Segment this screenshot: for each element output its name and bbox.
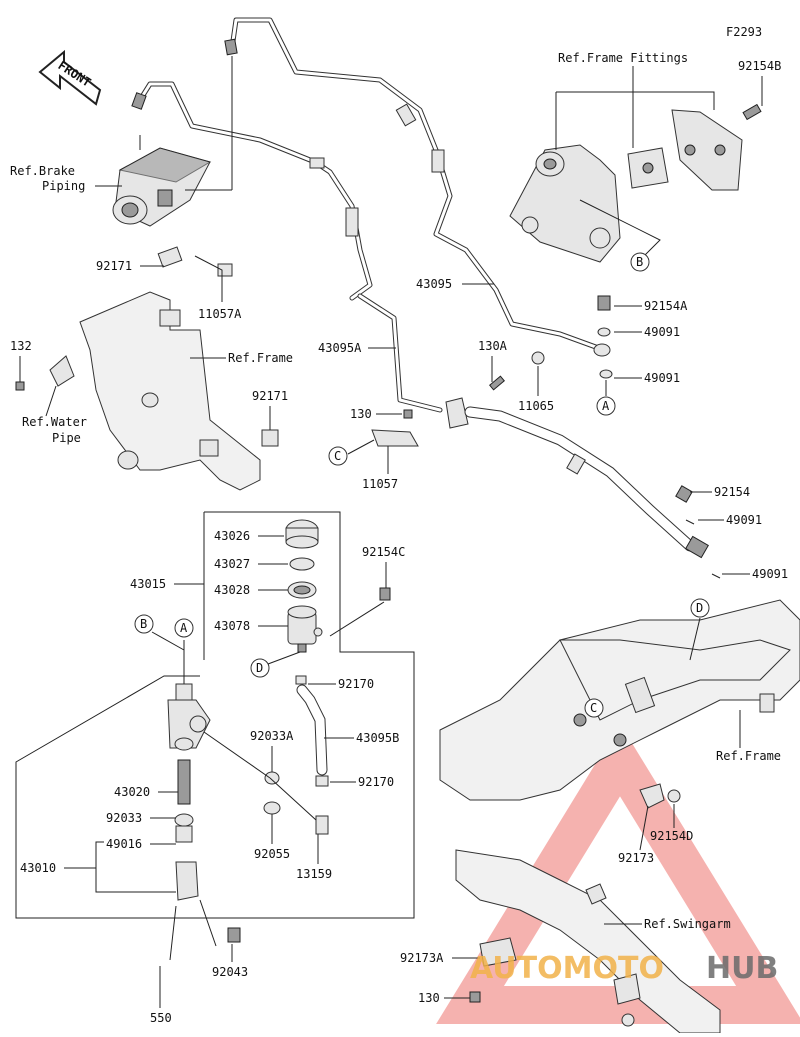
ref-brake-piping-label-2: Piping	[42, 179, 85, 193]
abs-unit	[112, 135, 212, 227]
part-92171-b: 92171	[252, 389, 288, 403]
part-49016: 49016	[106, 837, 142, 851]
ref-water-pipe-label-1: Ref.Water	[22, 415, 87, 429]
part-49091-c: 49091	[726, 513, 762, 527]
part-49091-b: 49091	[644, 371, 680, 385]
part-92154: 92154	[714, 485, 750, 499]
part-92043: 92043	[212, 965, 248, 979]
part-132: 132	[10, 339, 32, 353]
part-43095: 43095	[416, 277, 452, 291]
part-49091-a: 49091	[644, 325, 680, 339]
part-49091-d: 49091	[752, 567, 788, 581]
ref-frame-fittings-label: Ref.Frame Fittings	[558, 51, 688, 65]
part-43095B: 43095B	[356, 731, 399, 745]
brake-pipes	[131, 17, 607, 413]
ref-frame-label-1: Ref.Frame	[228, 351, 293, 365]
watermark-text-a: AUTOMOTO	[470, 951, 664, 986]
part-92154D: 92154D	[650, 829, 693, 843]
diagram-id: F2293	[726, 25, 762, 39]
part-92173A: 92173A	[400, 951, 444, 965]
part-43010: 43010	[20, 861, 56, 875]
marker-C-right: C	[590, 701, 597, 715]
part-550: 550	[150, 1011, 172, 1025]
master-cylinder-box	[15, 511, 415, 919]
part-92055: 92055	[254, 847, 290, 861]
ref-swingarm-label: Ref.Swingarm	[644, 917, 731, 931]
ref-frame-label-2: Ref.Frame	[716, 749, 781, 763]
watermark-text: AUTOMOTO HUB	[470, 951, 778, 986]
marker-A-left: A	[180, 621, 188, 635]
marker-D-left: D	[256, 661, 263, 675]
center-bracket	[371, 295, 721, 579]
part-130-a: 130	[350, 407, 372, 421]
part-92171-a: 92171	[96, 259, 132, 273]
part-11057A: 11057A	[198, 307, 242, 321]
front-arrow: FRONT	[38, 49, 102, 106]
part-43020: 43020	[114, 785, 150, 799]
part-43028: 43028	[214, 583, 250, 597]
part-92170-a: 92170	[338, 677, 374, 691]
part-11057: 11057	[362, 477, 398, 491]
marker-D-right: D	[696, 601, 703, 615]
ref-brake-piping-label-1: Ref.Brake	[10, 164, 75, 178]
part-92173: 92173	[618, 851, 654, 865]
part-92154A: 92154A	[644, 299, 688, 313]
frame-left	[49, 246, 279, 491]
main-frame	[439, 599, 800, 809]
reservoir-parts	[263, 519, 391, 835]
part-130A: 130A	[478, 339, 508, 353]
part-43078: 43078	[214, 619, 250, 633]
watermark-text-b: HUB	[706, 951, 778, 986]
part-11065: 11065	[518, 399, 554, 413]
part-130-b: 130	[418, 991, 440, 1005]
part-92033A: 92033A	[250, 729, 294, 743]
marker-B-top: B	[636, 255, 643, 269]
part-43095A: 43095A	[318, 341, 362, 355]
marker-B-left: B	[140, 617, 147, 631]
part-92033: 92033	[106, 811, 142, 825]
part-92154B: 92154B	[738, 59, 781, 73]
part-43015: 43015	[130, 577, 166, 591]
master-cylinder	[134, 614, 317, 961]
part-92170-b: 92170	[358, 775, 394, 789]
marker-C-top: C	[334, 449, 341, 463]
ref-water-pipe-label-2: Pipe	[52, 431, 81, 445]
frame-fittings	[509, 103, 762, 263]
part-92154C: 92154C	[362, 545, 405, 559]
part-13159: 13159	[296, 867, 332, 881]
part-43026: 43026	[214, 529, 250, 543]
marker-A-top: A	[602, 399, 610, 413]
part-43027: 43027	[214, 557, 250, 571]
